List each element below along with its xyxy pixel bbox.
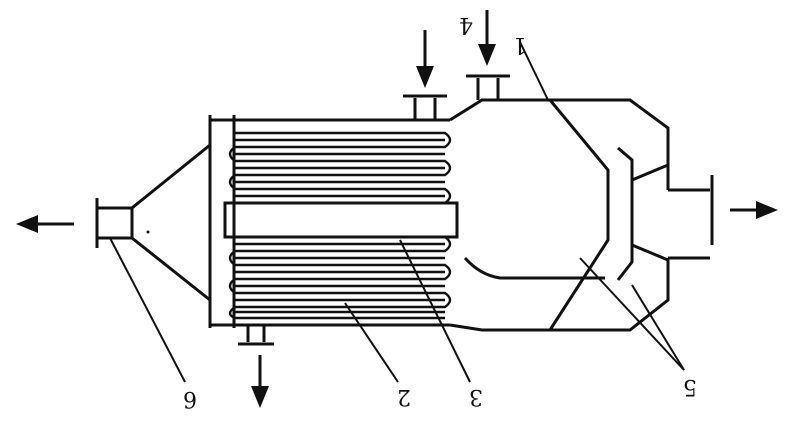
central-heating-tube bbox=[223, 201, 459, 239]
label-5: 5 bbox=[683, 374, 697, 399]
left-outlet-nozzle bbox=[95, 198, 132, 248]
coiled-tubes-lower bbox=[228, 236, 452, 320]
label-3: 3 bbox=[469, 384, 483, 409]
left-outlet-arrow bbox=[16, 215, 74, 233]
inner-deflector bbox=[463, 257, 605, 280]
cone-dot bbox=[146, 230, 150, 234]
label-2: 2 bbox=[397, 384, 411, 409]
leader-lines bbox=[109, 41, 685, 383]
tube-sheet-flanges bbox=[208, 115, 236, 328]
label-4: 4 bbox=[459, 12, 473, 37]
conical-head bbox=[130, 143, 211, 302]
demister-baffles bbox=[616, 146, 669, 281]
coiled-tubes-upper bbox=[228, 131, 452, 204]
steam-inlet-nozzle bbox=[403, 30, 447, 120]
right-outlet-nozzle bbox=[668, 175, 778, 260]
label-1: 1 bbox=[513, 32, 527, 57]
label-6: 6 bbox=[183, 386, 197, 411]
separator-body bbox=[449, 98, 670, 332]
bottom-outlet-nozzle bbox=[238, 325, 274, 408]
feed-inlet-nozzle bbox=[466, 10, 510, 100]
heating-chamber-shell bbox=[210, 118, 450, 327]
separator-cone-baffle bbox=[548, 99, 610, 331]
